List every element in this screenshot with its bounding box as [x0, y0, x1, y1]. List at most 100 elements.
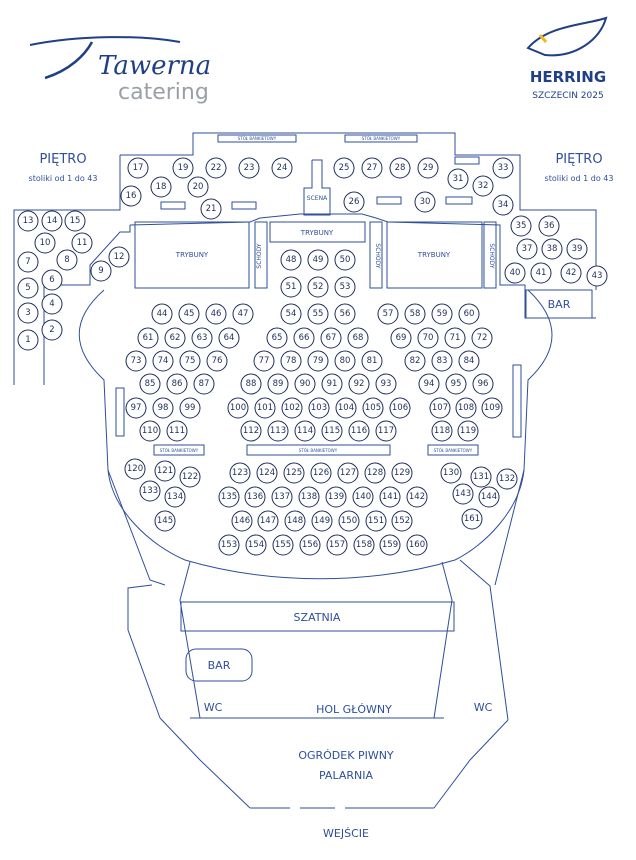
- table-97[interactable]: 97: [125, 397, 147, 419]
- table-128[interactable]: 128: [364, 462, 386, 484]
- table-circle[interactable]: [256, 462, 278, 484]
- table-circle[interactable]: [334, 249, 356, 271]
- table-circle[interactable]: [470, 466, 492, 488]
- table-157[interactable]: 157: [326, 534, 348, 556]
- table-144[interactable]: 144: [478, 486, 500, 508]
- table-156[interactable]: 156: [299, 534, 321, 556]
- table-95[interactable]: 95: [445, 373, 467, 395]
- table-33[interactable]: 33: [492, 157, 514, 179]
- table-9[interactable]: 9: [90, 260, 112, 282]
- table-circle[interactable]: [17, 251, 39, 273]
- table-149[interactable]: 149: [311, 510, 333, 532]
- table-51[interactable]: 51: [280, 276, 302, 298]
- table-77[interactable]: 77: [253, 350, 275, 372]
- table-circle[interactable]: [41, 269, 63, 291]
- table-circle[interactable]: [458, 303, 480, 325]
- table-circle[interactable]: [375, 373, 397, 395]
- table-circle[interactable]: [227, 397, 249, 419]
- table-circle[interactable]: [334, 350, 356, 372]
- table-circle[interactable]: [406, 534, 428, 556]
- table-circle[interactable]: [461, 508, 483, 530]
- table-circle[interactable]: [125, 350, 147, 372]
- table-circle[interactable]: [179, 466, 201, 488]
- table-61[interactable]: 61: [137, 327, 159, 349]
- table-circle[interactable]: [431, 420, 453, 442]
- table-109[interactable]: 109: [481, 397, 503, 419]
- table-circle[interactable]: [325, 486, 347, 508]
- table-151[interactable]: 151: [365, 510, 387, 532]
- table-circle[interactable]: [218, 486, 240, 508]
- table-circle[interactable]: [429, 397, 451, 419]
- table-150[interactable]: 150: [338, 510, 360, 532]
- table-circle[interactable]: [152, 350, 174, 372]
- table-105[interactable]: 105: [362, 397, 384, 419]
- table-26[interactable]: 26: [343, 191, 365, 213]
- table-72[interactable]: 72: [471, 327, 493, 349]
- table-135[interactable]: 135: [218, 486, 240, 508]
- table-circle[interactable]: [516, 238, 538, 260]
- table-38[interactable]: 38: [541, 238, 563, 260]
- table-24[interactable]: 24: [271, 157, 293, 179]
- table-circle[interactable]: [353, 534, 375, 556]
- table-112[interactable]: 112: [240, 420, 262, 442]
- table-circle[interactable]: [218, 534, 240, 556]
- table-circle[interactable]: [307, 276, 329, 298]
- table-circle[interactable]: [337, 462, 359, 484]
- table-circle[interactable]: [283, 462, 305, 484]
- table-91[interactable]: 91: [321, 373, 343, 395]
- table-110[interactable]: 110: [139, 420, 161, 442]
- table-circle[interactable]: [352, 486, 374, 508]
- table-circle[interactable]: [17, 302, 39, 324]
- table-circle[interactable]: [139, 420, 161, 442]
- table-119[interactable]: 119: [457, 420, 479, 442]
- table-circle[interactable]: [530, 262, 552, 284]
- table-circle[interactable]: [17, 210, 39, 232]
- table-circle[interactable]: [481, 397, 503, 419]
- table-63[interactable]: 63: [191, 327, 213, 349]
- table-100[interactable]: 100: [227, 397, 249, 419]
- table-circle[interactable]: [294, 420, 316, 442]
- table-circle[interactable]: [379, 534, 401, 556]
- table-22[interactable]: 22: [205, 157, 227, 179]
- table-152[interactable]: 152: [391, 510, 413, 532]
- table-circle[interactable]: [440, 462, 462, 484]
- table-53[interactable]: 53: [334, 276, 356, 298]
- table-circle[interactable]: [365, 510, 387, 532]
- table-16[interactable]: 16: [120, 185, 142, 207]
- table-90[interactable]: 90: [294, 373, 316, 395]
- table-64[interactable]: 64: [218, 327, 240, 349]
- table-84[interactable]: 84: [458, 350, 480, 372]
- table-42[interactable]: 42: [560, 262, 582, 284]
- table-83[interactable]: 83: [431, 350, 453, 372]
- table-161[interactable]: 161: [461, 508, 483, 530]
- table-circle[interactable]: [179, 397, 201, 419]
- table-56[interactable]: 56: [334, 303, 356, 325]
- table-31[interactable]: 31: [447, 168, 469, 190]
- table-81[interactable]: 81: [361, 350, 383, 372]
- table-circle[interactable]: [347, 327, 369, 349]
- table-47[interactable]: 47: [232, 303, 254, 325]
- table-circle[interactable]: [257, 510, 279, 532]
- table-circle[interactable]: [266, 327, 288, 349]
- table-148[interactable]: 148: [284, 510, 306, 532]
- table-circle[interactable]: [343, 191, 365, 213]
- table-17[interactable]: 17: [127, 157, 149, 179]
- table-circle[interactable]: [137, 327, 159, 349]
- table-circle[interactable]: [504, 262, 526, 284]
- table-122[interactable]: 122: [179, 466, 201, 488]
- table-circle[interactable]: [240, 373, 262, 395]
- table-circle[interactable]: [280, 350, 302, 372]
- table-3[interactable]: 3: [17, 302, 39, 324]
- table-134[interactable]: 134: [164, 486, 186, 508]
- table-circle[interactable]: [125, 397, 147, 419]
- table-circle[interactable]: [200, 198, 222, 220]
- table-127[interactable]: 127: [337, 462, 359, 484]
- table-circle[interactable]: [299, 534, 321, 556]
- table-circle[interactable]: [377, 303, 399, 325]
- table-circle[interactable]: [90, 260, 112, 282]
- table-circle[interactable]: [404, 303, 426, 325]
- table-74[interactable]: 74: [152, 350, 174, 372]
- table-circle[interactable]: [150, 176, 172, 198]
- table-68[interactable]: 68: [347, 327, 369, 349]
- table-circle[interactable]: [206, 350, 228, 372]
